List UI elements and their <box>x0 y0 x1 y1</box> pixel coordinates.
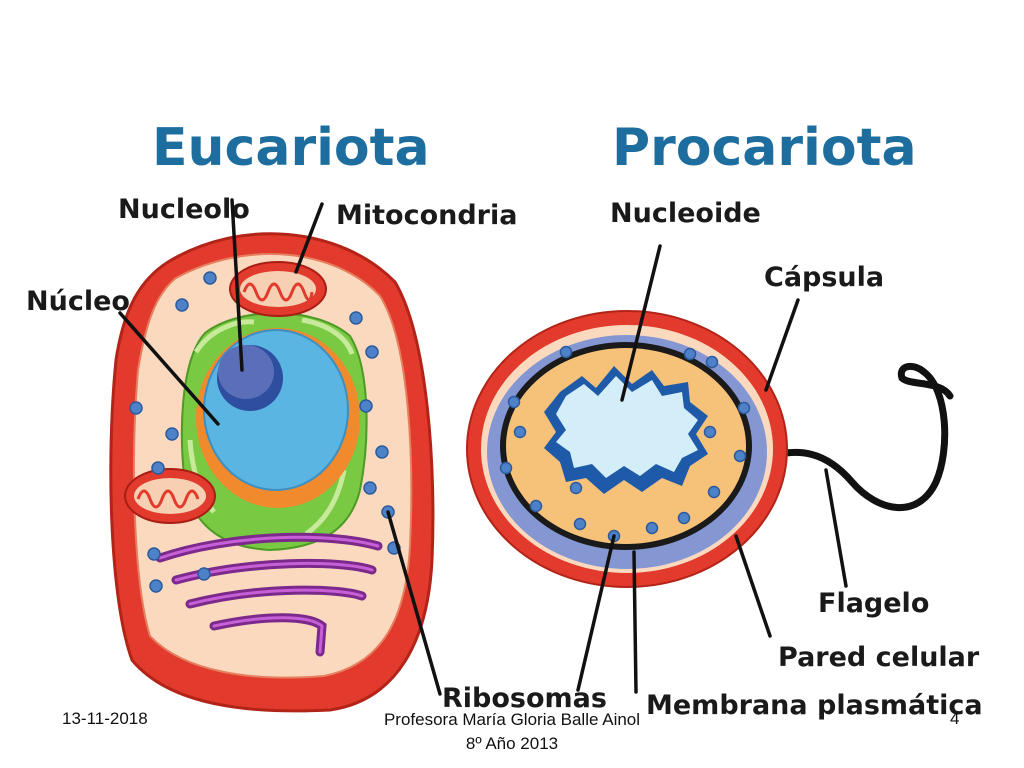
leader-cell-wall <box>734 534 772 638</box>
leader-mitochondria <box>294 202 324 274</box>
label-nucleoid: Nucleoide <box>610 198 761 229</box>
leader-capsule <box>764 298 800 392</box>
leader-ribosomes-prokaryote <box>576 534 616 692</box>
page-number: 4 <box>950 709 960 728</box>
leader-nucleoid <box>620 244 662 402</box>
leader-flagellum <box>824 468 848 588</box>
prokaryote-title: Procariota <box>612 118 917 178</box>
nucleoid <box>544 366 708 494</box>
nucleolus-body <box>218 345 274 399</box>
prokaryotic-cell: Procariota Nucleoide Cápsula Flagelo <box>466 118 983 721</box>
label-nucleolus: Nucleolo <box>118 194 250 225</box>
footer-author-block: Profesora María Gloria Balle Ainol 8º Añ… <box>362 708 662 756</box>
mitochondrion-top <box>229 261 327 317</box>
label-mitochondria: Mitocondria <box>336 200 517 231</box>
label-cell-wall: Pared celular <box>778 642 980 673</box>
eukaryote-title: Eucariota <box>152 118 430 178</box>
golgi-apparatus <box>155 532 383 657</box>
leader-nucleolus <box>230 198 244 372</box>
label-plasma-membrane: Membrana plasmática <box>646 690 983 721</box>
label-capsule: Cápsula <box>764 262 884 293</box>
footer-author: Profesora María Gloria Balle Ainol <box>383 710 641 729</box>
flagellum <box>756 362 954 511</box>
mitochondrion-left <box>124 468 216 524</box>
label-nucleus: Núcleo <box>26 286 130 317</box>
leader-nucleus <box>118 311 220 426</box>
eukaryotic-cell: Eucariota <box>26 118 607 714</box>
prokaryote-ribosomes <box>499 345 751 543</box>
footer-grade: 8º Año 2013 <box>465 734 559 753</box>
nucleus <box>196 328 360 508</box>
footer-date: 13-11-2018 <box>62 709 148 728</box>
label-flagellum: Flagelo <box>818 588 929 619</box>
leader-plasma-membrane <box>632 550 638 694</box>
leader-ribosomes <box>386 510 442 696</box>
